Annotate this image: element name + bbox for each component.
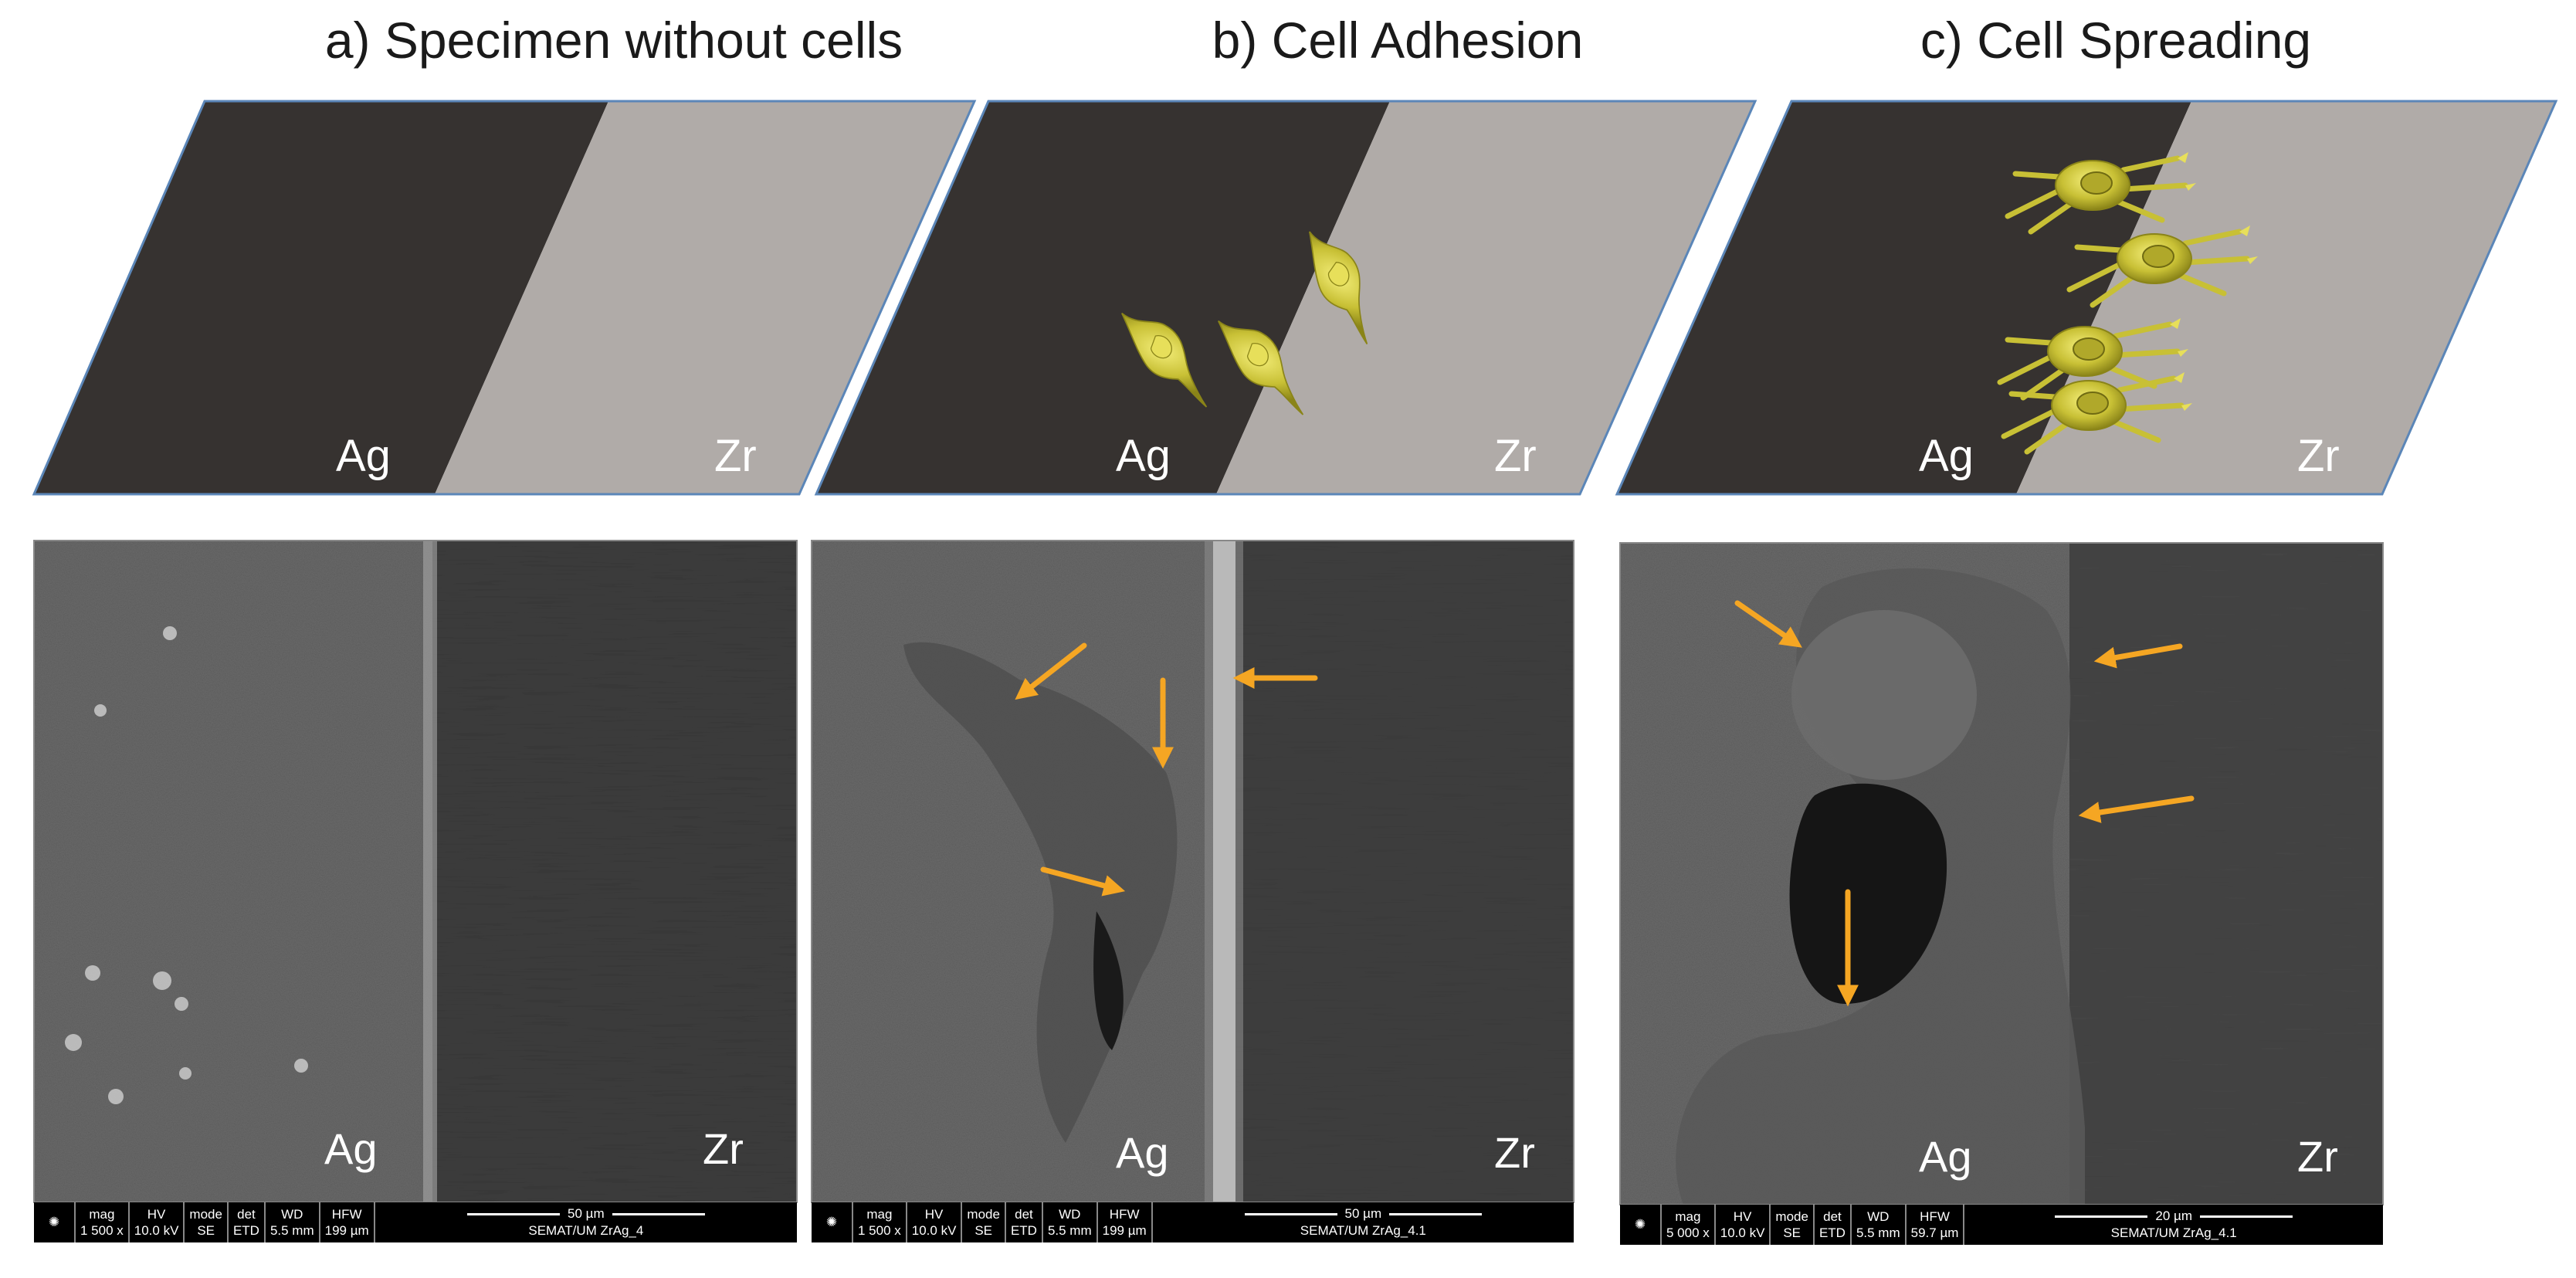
mag-value: 1 500 x (80, 1223, 124, 1238)
sem-label-ag-c: Ag (1919, 1132, 1972, 1181)
title-c: c) Cell Spreading (1920, 12, 2312, 69)
diagram-panel-b (814, 100, 1757, 496)
mode-value: SE (1783, 1225, 1802, 1240)
sem-label-ag-a: Ag (324, 1124, 378, 1173)
mag-value: 1 500 x (858, 1223, 901, 1238)
arrow-icon (2093, 643, 2183, 669)
label-ag-b: Ag (1116, 431, 1171, 481)
sem-label-zr-a: Zr (703, 1124, 744, 1173)
det-value: ETD (1010, 1223, 1037, 1238)
sem-label-zr-b: Zr (1494, 1128, 1535, 1177)
wd-value: 5.5 mm (269, 1223, 314, 1238)
hfw-value: 199 µm (324, 1223, 369, 1238)
arrow-icon (1015, 642, 1087, 700)
label-zr-a: Zr (714, 431, 757, 481)
scale-value: 50 µm (1344, 1206, 1382, 1221)
det-value: ETD (232, 1223, 259, 1238)
label-zr-b: Zr (1494, 431, 1537, 481)
hfw-value: 59.7 µm (1910, 1225, 1959, 1240)
microscope-logo-icon: ✺ (34, 1202, 76, 1242)
arrow-icon (1040, 866, 1126, 897)
sample-name: SEMAT/UM ZrAg_4.1 (2110, 1225, 2237, 1240)
sem-label-zr-c: Zr (2297, 1132, 2338, 1181)
microscope-logo-icon: ✺ (812, 1202, 853, 1242)
title-b: b) Cell Adhesion (1212, 12, 1584, 69)
label-ag-a: Ag (336, 431, 391, 481)
hfw-value: 199 µm (1102, 1223, 1147, 1238)
wd-value: 5.5 mm (1856, 1225, 1900, 1240)
title-a: a) Specimen without cells (324, 12, 903, 69)
scale-value: 20 µm (2155, 1209, 2192, 1223)
hv-value: 10.0 kV (134, 1223, 179, 1238)
hv-value: 10.0 kV (911, 1223, 957, 1238)
sample-name: SEMAT/UM ZrAg_4.1 (1300, 1223, 1426, 1238)
arrow-icon (1734, 600, 1802, 648)
sample-name: SEMAT/UM ZrAg_4 (528, 1223, 644, 1238)
mode-value: SE (197, 1223, 215, 1238)
hv-value: 10.0 kV (1720, 1225, 1765, 1240)
label-ag-c: Ag (1919, 431, 1974, 481)
sem-image-a (33, 540, 798, 1203)
sem-image-b (811, 540, 1574, 1203)
diagram-panel-a (32, 100, 977, 496)
arrow-icon (2078, 795, 2195, 823)
sem-image-c (1619, 542, 2384, 1205)
scale-value: 50 µm (568, 1206, 605, 1221)
det-value: ETD (1818, 1225, 1846, 1240)
microscope-logo-icon: ✺ (1620, 1205, 1662, 1245)
sem-label-ag-b: Ag (1116, 1128, 1169, 1177)
mag-value: 5 000 x (1666, 1225, 1710, 1240)
diagram-panel-c (1615, 100, 2558, 496)
wd-value: 5.5 mm (1047, 1223, 1092, 1238)
label-zr-c: Zr (2297, 431, 2340, 481)
mode-value: SE (974, 1223, 993, 1238)
